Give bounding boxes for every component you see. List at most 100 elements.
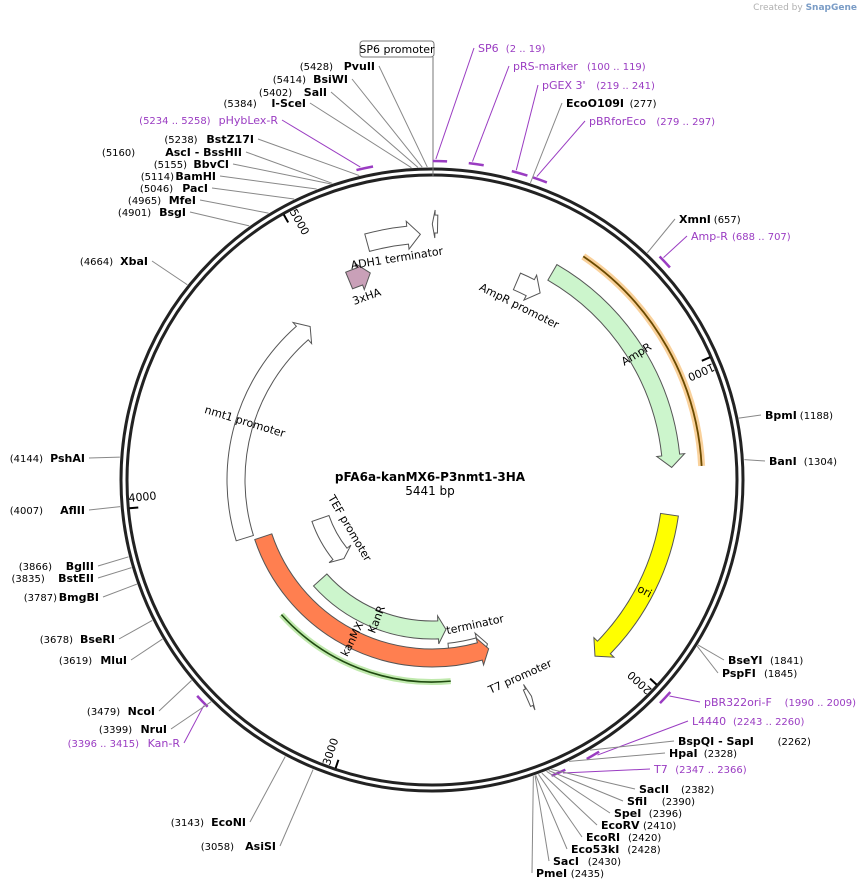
feature-arrow	[431, 209, 439, 239]
site-leader	[88, 506, 121, 511]
primer-pbrforeco: pBRforEco(279 .. 297)	[532, 115, 715, 184]
site-bani: BanI(1304)	[744, 455, 837, 468]
primer-leader	[281, 119, 361, 168]
restriction-sites: PvuII(5428)BsiWI(5414)SalI(5402)I-SceI(5…	[10, 60, 837, 880]
plasmid-name: pFA6a-kanMX6-P3nmt1-3HA	[335, 470, 526, 484]
site-bmgbi: BmgBI(3787)	[24, 583, 138, 604]
primer-sp6: SP6 (2 .. 19)	[432, 42, 546, 163]
primer-name: pBRforEco	[589, 115, 646, 128]
site-eco53ki: Eco53kI(2428)	[535, 775, 661, 856]
site-name: BstEII	[58, 572, 94, 585]
site-name: BseRI	[80, 633, 115, 646]
primer-amp-r: Amp-R(688 .. 707)	[658, 230, 791, 269]
site-leader	[118, 619, 153, 640]
primer-range: (2 .. 19)	[506, 44, 546, 55]
site-leader	[551, 768, 636, 790]
feature-arrow	[226, 321, 313, 542]
primer-mark	[356, 165, 374, 172]
site-bbvci: BbvCI(5155)	[154, 158, 331, 185]
site-position: (5114)	[141, 172, 174, 183]
credit-brand: SnapGene	[805, 3, 857, 13]
primer-range: (688 .. 707)	[732, 232, 791, 243]
site-hpai: HpaI (2328)	[569, 747, 737, 762]
site-xmni: XmnI(657)	[646, 213, 741, 254]
feature-adh1-terminator: ADH1 terminator	[350, 220, 444, 272]
site-position: (5414)	[273, 75, 306, 86]
site-leader	[257, 138, 360, 177]
plasmid-size: 5441 bp	[405, 484, 455, 498]
site-name: SpeI	[614, 807, 641, 820]
feature-label: T7 promoter	[485, 657, 554, 697]
site-bsgi: BsgI(4901)	[118, 206, 250, 227]
site-name: BseYI	[728, 654, 762, 667]
site-position: (2328)	[704, 749, 737, 760]
site-asisi: AsiSI(3058)	[201, 769, 314, 853]
backbone-circle	[119, 167, 745, 793]
primer-prs-marker: pRS-marker(100 .. 119)	[468, 60, 646, 167]
site-position: (4144)	[10, 454, 43, 465]
primer-name: pBR322ori-F	[704, 696, 772, 709]
site-bglii: BglII(3866)	[19, 556, 129, 573]
primer-mark	[532, 176, 548, 184]
site-asci-bsshii: AscI - BssHII(5160)	[102, 146, 333, 184]
primer-leader	[562, 768, 651, 774]
feature-arrow	[345, 262, 371, 292]
primer-name: T7	[653, 763, 668, 776]
site-position: (5402)	[259, 88, 292, 99]
site-leader	[546, 770, 611, 814]
feature-label: SP6 promoter	[359, 43, 435, 56]
site-name: HpaI	[669, 747, 698, 760]
site-bseyi: BseYI(1841)	[697, 644, 803, 667]
site-econi: EcoNI(3143)	[171, 756, 286, 829]
site-bsteii: BstEII(3835)	[12, 567, 132, 585]
primer-mark	[551, 768, 566, 777]
feature-kanmx: kanMX	[254, 533, 490, 668]
feature-tef-promoter: TEF promoter	[311, 492, 374, 564]
site-position: (5155)	[154, 160, 187, 171]
primer-range: (2243 .. 2260)	[733, 717, 805, 728]
backbone-inner-ring	[125, 173, 739, 787]
feature-arrow	[547, 263, 686, 469]
site-leader	[569, 752, 666, 762]
primer-t7: T7(2347 .. 2366)	[551, 763, 747, 777]
site-name: PmeI	[536, 867, 567, 880]
site-name: SfiI	[627, 795, 647, 808]
site-leader	[697, 644, 725, 661]
site-name: EcoRV	[601, 819, 640, 832]
site-name: NruI	[140, 723, 167, 736]
site-name: I-SceI	[271, 97, 306, 110]
site-position: (2396)	[649, 809, 682, 820]
primer-mark	[511, 169, 528, 177]
site-leader	[531, 776, 534, 874]
site-bsiwi: BsiWI(5414)	[273, 73, 423, 168]
site-pmei: PmeI(2435)	[531, 776, 604, 880]
primer-mark	[658, 255, 671, 269]
site-leader	[330, 91, 419, 168]
primer-name: pHybLex-R	[219, 114, 279, 127]
site-leader	[279, 769, 314, 847]
primer-mark	[586, 750, 600, 761]
feature-arrow	[364, 220, 422, 252]
site-leader	[541, 772, 598, 826]
feature-label: 3xHA	[351, 286, 383, 308]
primer-name: SP6	[478, 42, 499, 55]
site-name: PshAI	[50, 452, 85, 465]
site-leader	[199, 199, 269, 214]
site-name: XbaI	[120, 255, 148, 268]
site-position: (277)	[630, 99, 657, 110]
site-name: XmnI	[679, 213, 711, 226]
primer-leader	[515, 84, 539, 171]
primer-l4440: L4440(2243 .. 2260)	[586, 715, 805, 761]
site-position: (4965)	[128, 196, 161, 207]
site-name: MfeI	[169, 194, 196, 207]
site-name: AsiSI	[245, 840, 276, 853]
primer-range: (219 .. 241)	[596, 81, 655, 92]
site-leader	[590, 740, 675, 751]
site-position: (2390)	[662, 797, 695, 808]
feature-nmt1-promoter: nmt1 promoter	[203, 321, 313, 542]
site-name: SalI	[304, 86, 327, 99]
site-position: (3678)	[40, 635, 73, 646]
feature-arrow	[311, 514, 352, 564]
site-leader	[529, 102, 563, 184]
site-mlui: MluI(3619)	[59, 638, 163, 667]
